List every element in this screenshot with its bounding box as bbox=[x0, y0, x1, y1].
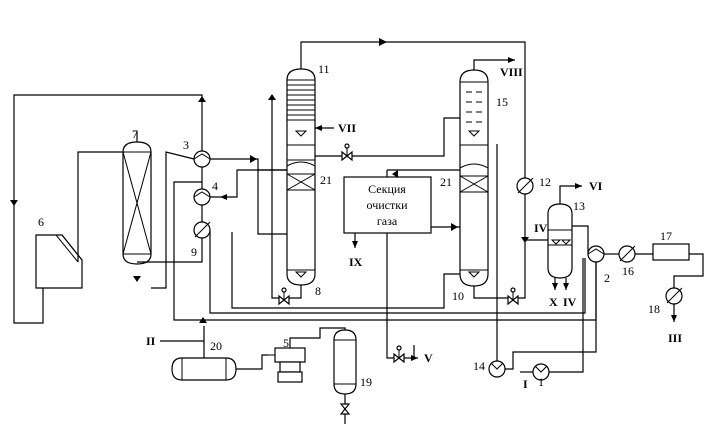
compressor-5 bbox=[268, 347, 306, 383]
stream-IV-b: IV bbox=[563, 295, 577, 309]
label-9: 9 bbox=[191, 245, 197, 259]
label-21b: 21 bbox=[440, 175, 452, 189]
reactor-7 bbox=[122, 141, 152, 265]
valve-col8 bbox=[278, 287, 290, 306]
label-5: 5 bbox=[283, 336, 289, 350]
label-20: 20 bbox=[210, 339, 222, 353]
column-8 bbox=[286, 68, 316, 286]
stream-II: II bbox=[146, 334, 156, 348]
label-16: 16 bbox=[622, 264, 634, 278]
label-3: 3 bbox=[183, 138, 189, 152]
valve-19 bbox=[339, 403, 351, 415]
stream-IV-a: IV bbox=[534, 221, 548, 235]
label-7: 7 bbox=[132, 127, 138, 141]
gas-cleaning-line2: очистки bbox=[367, 198, 409, 212]
furnace-6 bbox=[35, 234, 83, 289]
valve-v bbox=[393, 345, 405, 364]
stream-X: X bbox=[549, 295, 558, 309]
equipment-numbers: 1 2 3 4 5 6 7 8 9 10 11 12 13 14 15 16 1… bbox=[38, 62, 672, 389]
vessel-20 bbox=[171, 357, 237, 381]
label-19: 19 bbox=[360, 375, 372, 389]
cooler-12 bbox=[516, 177, 534, 195]
exchanger-3 bbox=[193, 150, 211, 168]
stream-IX: IX bbox=[349, 255, 363, 269]
label-15: 15 bbox=[496, 95, 508, 109]
label-14: 14 bbox=[473, 359, 485, 373]
label-17: 17 bbox=[660, 229, 672, 243]
label-1: 1 bbox=[538, 375, 544, 389]
flow-arrows bbox=[10, 38, 529, 323]
stream-III: III bbox=[668, 331, 682, 345]
exchanger-2 bbox=[587, 245, 605, 263]
stream-VI: VI bbox=[589, 179, 603, 193]
label-21a: 21 bbox=[320, 173, 332, 187]
gas-cleaning-section: Секция очистки газа bbox=[343, 176, 432, 234]
cooler-18 bbox=[665, 287, 683, 305]
label-18: 18 bbox=[648, 302, 660, 316]
label-6: 6 bbox=[38, 215, 44, 229]
stream-V: V bbox=[424, 351, 433, 365]
valve-col10 bbox=[507, 287, 519, 306]
pump-14 bbox=[488, 360, 506, 378]
label-10: 10 bbox=[452, 289, 464, 303]
stream-I: I bbox=[523, 377, 528, 391]
stream-VIII: VIII bbox=[500, 65, 523, 79]
vessel-19 bbox=[333, 329, 357, 395]
piping bbox=[13, 41, 704, 424]
gas-cleaning-line3: газа bbox=[377, 214, 398, 228]
label-11: 11 bbox=[318, 62, 330, 76]
stream-labels: I II III IV IV V VI VII VIII IX X bbox=[146, 65, 682, 391]
cooler-17 bbox=[652, 243, 690, 261]
column-10 bbox=[459, 69, 489, 287]
valve-top bbox=[341, 143, 353, 162]
cooler-9 bbox=[193, 221, 211, 239]
separator-13 bbox=[547, 203, 573, 279]
label-2: 2 bbox=[604, 271, 610, 285]
gas-cleaning-line1: Секция bbox=[368, 182, 406, 196]
cooler-16 bbox=[618, 245, 636, 263]
label-8: 8 bbox=[315, 284, 321, 298]
stream-VII: VII bbox=[338, 121, 356, 135]
exchanger-4 bbox=[193, 188, 211, 206]
label-12: 12 bbox=[539, 175, 551, 189]
label-4: 4 bbox=[212, 179, 218, 193]
label-13: 13 bbox=[573, 199, 585, 213]
